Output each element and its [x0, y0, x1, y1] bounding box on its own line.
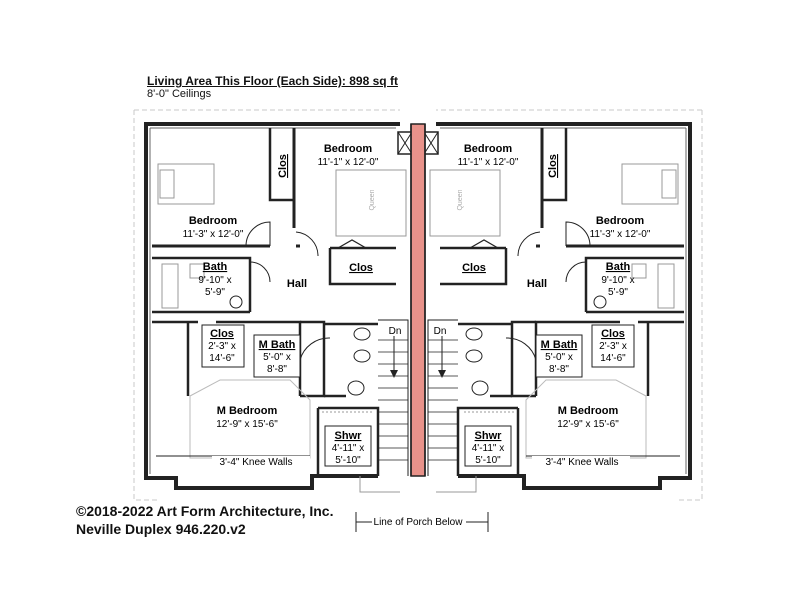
svg-text:2'-3" x: 2'-3" x — [599, 341, 627, 352]
svg-text:3'-4" Knee Walls: 3'-4" Knee Walls — [546, 457, 619, 468]
master-bedroom-label: M Bedroom — [217, 405, 278, 417]
room-name: Bedroom — [189, 215, 238, 227]
party-wall — [410, 123, 426, 477]
svg-text:4'-11" x: 4'-11" x — [332, 443, 365, 454]
svg-text:Queen: Queen — [457, 189, 464, 210]
bath-label: Bath — [203, 261, 228, 273]
svg-text:Bedroom: Bedroom — [464, 143, 513, 155]
svg-text:5'-9": 5'-9" — [205, 287, 225, 298]
svg-text:5'-10": 5'-10" — [335, 455, 361, 466]
svg-text:Clos: Clos — [547, 154, 559, 178]
svg-text:12'-9" x 15'-6": 12'-9" x 15'-6" — [216, 419, 278, 430]
svg-text:5'-0" x: 5'-0" x — [545, 352, 573, 363]
svg-text:5'-9": 5'-9" — [608, 287, 628, 298]
master-bath-label: M Bath — [259, 339, 296, 351]
svg-text:9'-10" x: 9'-10" x — [198, 275, 231, 286]
svg-text:Bedroom: Bedroom — [596, 215, 645, 227]
knee-wall-label: 3'-4" Knee Walls — [220, 457, 293, 468]
svg-text:5'-10": 5'-10" — [475, 455, 501, 466]
svg-text:11'-3" x 12'-0": 11'-3" x 12'-0" — [590, 229, 651, 240]
svg-text:Clos: Clos — [462, 262, 486, 274]
room-name: Bedroom — [324, 143, 373, 155]
svg-text:M Bath: M Bath — [541, 339, 578, 351]
svg-text:Clos: Clos — [601, 328, 625, 340]
svg-text:M Bedroom: M Bedroom — [558, 405, 619, 417]
svg-text:Shwr: Shwr — [475, 430, 503, 442]
svg-text:Dn: Dn — [434, 326, 447, 337]
closet-label: Clos — [349, 262, 373, 274]
svg-text:11'-1" x 12'-0": 11'-1" x 12'-0" — [458, 157, 519, 168]
svg-text:8'-8": 8'-8" — [549, 364, 569, 375]
svg-text:9'-10" x: 9'-10" x — [601, 275, 634, 286]
svg-text:14'-6": 14'-6" — [600, 353, 626, 364]
svg-text:12'-9" x 15'-6": 12'-9" x 15'-6" — [557, 419, 619, 430]
svg-text:Bath: Bath — [606, 261, 631, 273]
svg-text:Queen: Queen — [369, 189, 376, 210]
living-area-title: Living Area This Floor (Each Side): 898 … — [147, 74, 398, 88]
right-labels: Bedroom 11'-1" x 12'-0" Bedroom 11'-3" x… — [434, 143, 651, 468]
svg-text:8'-8": 8'-8" — [267, 364, 287, 375]
svg-text:14'-6": 14'-6" — [209, 353, 235, 364]
room-dims: 11'-3" x 12'-0" — [183, 229, 244, 240]
svg-text:4'-11" x: 4'-11" x — [472, 443, 505, 454]
plan-name: Neville Duplex 946.220.v2 — [76, 521, 246, 537]
hall-label: Hall — [287, 278, 307, 290]
shower-label: Shwr — [335, 430, 363, 442]
walkin-closet-label: Clos — [210, 328, 234, 340]
stair-down-label: Dn — [389, 326, 402, 337]
room-dims: 11'-1" x 12'-0" — [318, 157, 379, 168]
porch-label: Line of Porch Below — [374, 517, 464, 528]
left-labels: Bedroom 11'-1" x 12'-0" Bedroom 11'-3" x… — [183, 143, 402, 468]
copyright-text: ©2018-2022 Art Form Architecture, Inc. — [76, 503, 334, 519]
svg-text:2'-3" x: 2'-3" x — [208, 341, 236, 352]
svg-text:Hall: Hall — [527, 278, 547, 290]
svg-text:5'-0" x: 5'-0" x — [263, 352, 291, 363]
closet-label: Clos — [277, 154, 289, 178]
ceiling-height-note: 8'-0" Ceilings — [147, 88, 212, 100]
